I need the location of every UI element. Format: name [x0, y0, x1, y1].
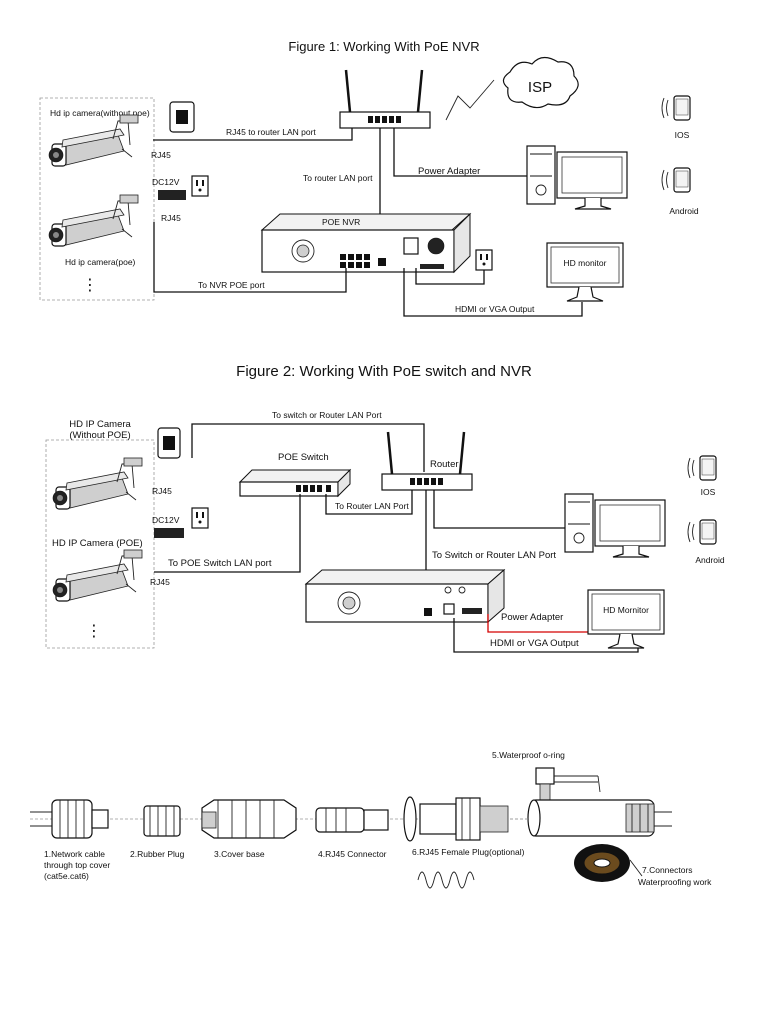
fig2-camera-group: HD IP Camera (Without POE) HD IP Camera …	[45, 419, 155, 649]
fig2-wire-router-pc	[433, 490, 566, 529]
fig1-camera-top-label: Hd ip camera(without poe)	[50, 108, 150, 118]
fig1-wire-router-pc	[393, 128, 528, 177]
fig2-android-label: Android	[695, 555, 725, 565]
fig2-wire-switch-router	[325, 490, 413, 515]
fig1-hdmi-vga-label: HDMI or VGA Output	[455, 304, 535, 314]
fig2-camera-top-label-2: (Without POE)	[69, 430, 130, 441]
fig1-dc-adapter-icon	[158, 190, 186, 200]
fig1-power-adapter-label: Power Adapter	[418, 166, 480, 177]
figure1-title: Figure 1: Working With PoE NVR	[288, 39, 479, 54]
fig2-router-label: Router	[430, 459, 459, 470]
fig2-camera-poe-icon	[52, 549, 143, 602]
fig2-ios-phone-icon	[687, 455, 717, 481]
fig1-ios-label: IOS	[675, 130, 690, 140]
fig1-monitor-icon	[546, 242, 624, 302]
fig3-waterproof-housing-icon	[510, 767, 672, 837]
fig2-camera-bottom-label: HD IP Camera (POE)	[52, 538, 143, 549]
fig2-wire-cam-switch	[154, 494, 301, 573]
fig3-part1-line3: (cat5e.cat6)	[44, 871, 89, 881]
fig1-camera-no-poe-icon	[48, 114, 139, 167]
fig2-wire-cam-router	[191, 423, 425, 472]
fig1-isp-label: ISP	[528, 79, 552, 96]
fig2-android-phone-icon	[687, 519, 717, 545]
fig2-power-outlet-icon	[191, 507, 209, 529]
fig1-poe-nvr-icon	[260, 212, 472, 274]
fig2-power-adapter-label: Power Adapter	[501, 612, 563, 623]
fig2-poe-switch-icon	[238, 468, 352, 498]
fig1-wire-cam-router	[153, 128, 353, 141]
fig2-rj45-plug-icon	[157, 427, 181, 459]
fig2-camera-top-label-1: HD IP Camera	[69, 419, 131, 430]
fig1-rj45-to-router-label: RJ45 to router LAN port	[226, 127, 316, 137]
fig2-to-switch-router-top-label: To switch or Router LAN Port	[272, 410, 382, 420]
fig2-to-poe-switch-lan-label: To POE Switch LAN port	[168, 558, 272, 569]
fig3-part3-label: 3.Cover base	[214, 849, 265, 859]
fig1-pc-icon	[526, 145, 628, 210]
fig1-hd-monitor-label: HD monitor	[564, 258, 607, 268]
fig1-android-label: Android	[669, 206, 699, 216]
fig2-to-switch-router-right-label: To Switch or Router LAN Port	[432, 550, 556, 561]
fig1-rj45-label-a: RJ45	[151, 150, 171, 160]
fig1-isp-cloud	[502, 56, 579, 109]
fig3-rj45-female-plug-icon	[403, 796, 509, 842]
fig1-rj45-plug-icon	[169, 101, 195, 133]
fig2-ios-label: IOS	[701, 487, 716, 497]
fig1-camera-bottom-label: Hd ip camera(poe)	[65, 257, 136, 267]
fig3-part4-label: 4.RJ45 Connector	[318, 849, 387, 859]
fig2-nvr-icon	[304, 568, 506, 624]
fig3-part7-line2: Waterproofing work	[638, 877, 712, 887]
fig2-more-dots: ⋮	[86, 623, 102, 640]
fig2-camera-no-poe-icon	[52, 457, 143, 510]
fig1-router-icon	[338, 68, 432, 130]
fig3-part1-line2: through top cover	[44, 860, 110, 870]
fig2-dc-adapter-icon	[154, 528, 184, 538]
fig1-nvr-outlet-icon	[475, 249, 493, 271]
fig3-part7-line1: 7.Connectors	[642, 865, 693, 875]
fig2-hd-monitor-label: HD Mornitor	[603, 605, 649, 615]
fig3-part1-line1: 1.Network cable	[44, 849, 105, 859]
fig1-more-dots: ⋮	[82, 277, 98, 294]
fig2-wire-nvr-monitor	[453, 618, 639, 653]
fig1-poe-nvr-label: POE NVR	[322, 217, 360, 227]
fig2-hdmi-vga-label: HDMI or VGA Output	[490, 638, 579, 649]
fig2-to-router-lan-label: To Router LAN Port	[335, 501, 409, 511]
fig1-rj45-label-b: RJ45	[161, 213, 181, 223]
fig2-monitor-icon	[587, 589, 665, 649]
fig1-wire-nvr-power	[415, 268, 485, 285]
fig3-tape-roll-icon	[574, 844, 643, 882]
figure2-title: Figure 2: Working With PoE switch and NV…	[236, 363, 532, 380]
fig1-isp-link	[445, 79, 495, 121]
fig2-dc12v-label: DC12V	[152, 515, 180, 525]
fig1-power-outlet-icon	[191, 175, 209, 197]
fig1-wire-cam-nvr	[153, 222, 347, 293]
fig2-power-wire	[487, 614, 590, 633]
fig1-ios-phone-icon	[661, 95, 691, 121]
fig1-camera-poe-icon	[48, 194, 139, 247]
fig2-rj45-label-b: RJ45	[150, 577, 170, 587]
fig3-cover-base-icon	[201, 799, 297, 839]
fig1-to-nvr-poe-label: To NVR POE port	[198, 280, 265, 290]
fig2-pc-icon	[564, 493, 666, 558]
fig3-part2-label: 2.Rubber Plug	[130, 849, 185, 859]
fig1-to-router-lan-label: To router LAN port	[303, 173, 373, 183]
fig3-rj45-connector-icon	[315, 807, 389, 833]
fig1-dc12v-label: DC12V	[152, 177, 180, 187]
fig3-spring-icon	[417, 871, 475, 889]
fig1-camera-group: Hd ip camera(without poe) Hd ip camera(p…	[39, 97, 155, 301]
fig3-network-cable-icon	[30, 799, 109, 839]
fig3-oring-label: 5.Waterproof o-ring	[492, 750, 565, 760]
fig1-wire-nvr-monitor	[403, 268, 583, 317]
fig2-rj45-label-a: RJ45	[152, 486, 172, 496]
fig3-rubber-plug-icon	[143, 805, 181, 837]
fig3-part6-label: 6.RJ45 Female Plug(optional)	[412, 847, 525, 857]
fig2-poe-switch-label: POE Switch	[278, 452, 329, 463]
fig1-android-phone-icon	[661, 167, 691, 193]
